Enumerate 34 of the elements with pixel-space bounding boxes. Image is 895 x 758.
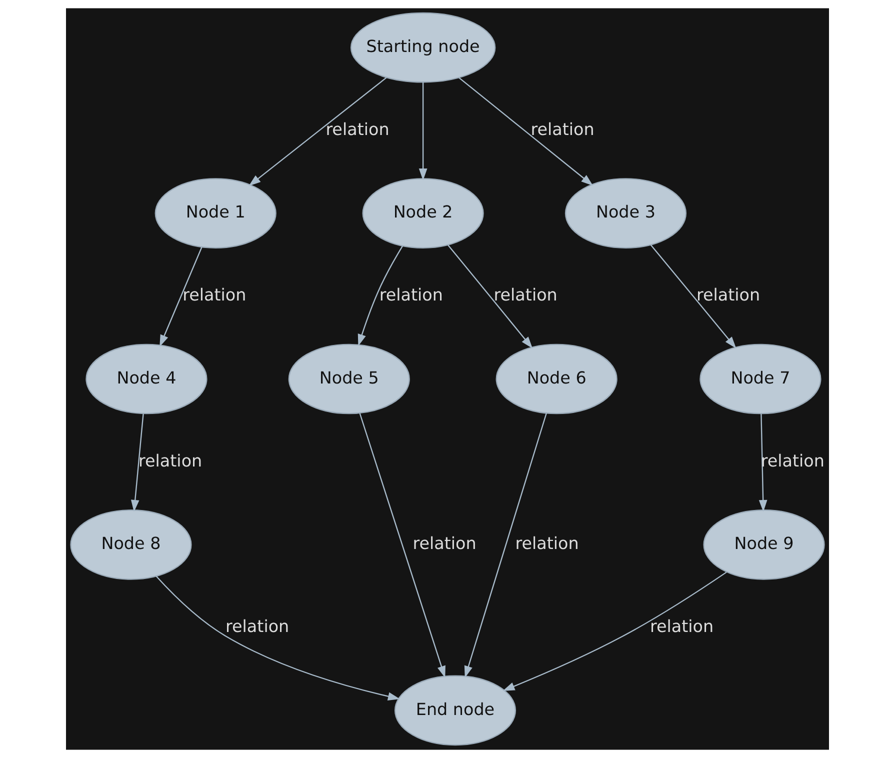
edge-label: relation bbox=[379, 286, 443, 305]
arrow bbox=[359, 413, 446, 678]
edge-label: relation bbox=[494, 286, 558, 305]
node-ellipse: Node 8 bbox=[70, 510, 192, 580]
node-ellipse: Node 3 bbox=[564, 178, 687, 248]
edge-label: relation bbox=[138, 451, 202, 470]
arrow bbox=[248, 77, 387, 186]
arrow bbox=[650, 244, 736, 348]
edge-label: relation bbox=[696, 286, 760, 305]
arrow bbox=[130, 414, 144, 512]
node-ellipse: Node 2 bbox=[362, 178, 484, 248]
node-ellipse: Node 5 bbox=[288, 344, 410, 414]
edge-label: relation bbox=[412, 534, 476, 554]
edge-label: relation bbox=[326, 120, 390, 139]
arrow bbox=[160, 246, 202, 347]
arrow bbox=[447, 244, 533, 348]
edge-label: relation bbox=[515, 534, 579, 554]
arrow bbox=[502, 572, 727, 691]
node-ellipse: Node 9 bbox=[703, 510, 825, 580]
arrow bbox=[464, 413, 547, 678]
edge-label: relation bbox=[226, 616, 290, 636]
node-ellipse: Starting node bbox=[350, 12, 496, 83]
node-ellipse: Node 4 bbox=[86, 344, 208, 414]
node-ellipse: Node 1 bbox=[154, 178, 276, 248]
arrow bbox=[458, 77, 594, 186]
arrow bbox=[758, 414, 768, 512]
arrow bbox=[418, 82, 428, 180]
arrow bbox=[358, 246, 404, 346]
edge-label: relation bbox=[530, 120, 594, 139]
edge-label: relation bbox=[182, 286, 246, 305]
node-ellipse: Node 6 bbox=[496, 344, 618, 414]
edge-label: relation bbox=[650, 616, 714, 636]
node-ellipse: Node 7 bbox=[700, 344, 822, 414]
arrow bbox=[156, 576, 400, 700]
